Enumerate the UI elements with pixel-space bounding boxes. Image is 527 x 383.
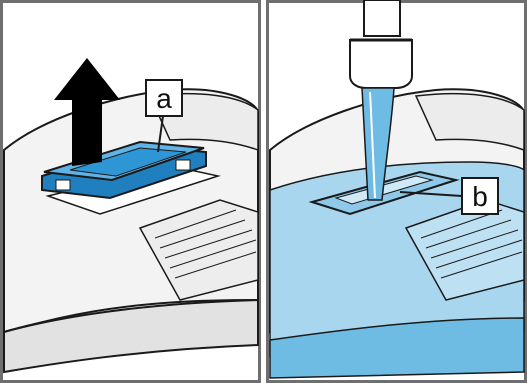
panel-rinse-filter-seat: b bbox=[266, 0, 527, 383]
panel-remove-filter: a bbox=[0, 0, 261, 383]
callout-b: b bbox=[399, 177, 499, 215]
callout-b-label: b bbox=[472, 181, 488, 212]
water-tap-icon bbox=[349, 0, 413, 89]
callout-a-label: a bbox=[156, 83, 172, 114]
filter-cartridge bbox=[41, 140, 207, 200]
water-stream bbox=[361, 87, 395, 201]
up-arrow-icon bbox=[54, 58, 120, 166]
callout-a: a bbox=[145, 79, 183, 153]
